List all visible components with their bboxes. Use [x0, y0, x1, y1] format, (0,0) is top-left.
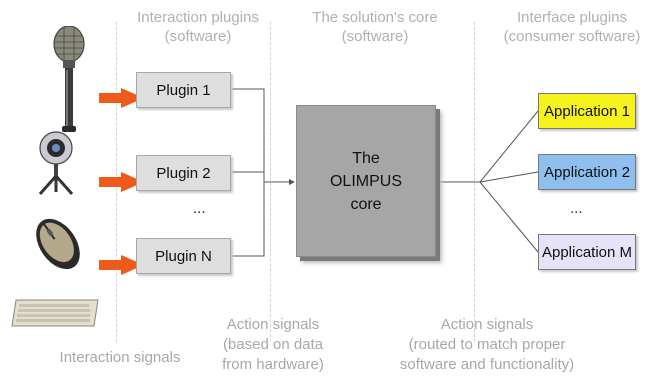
- application-1: Application 1: [538, 93, 636, 129]
- plugin-1-label: Plugin 1: [156, 81, 211, 99]
- application-ellipsis: ...: [570, 200, 583, 217]
- pluginN-connector: [231, 182, 265, 257]
- core-line-2: OLIMPUS: [329, 172, 402, 190]
- webcam-icon: [38, 131, 74, 195]
- heading-interaction-plugins-line2: (software): [164, 28, 232, 45]
- application-m-label: Application M: [541, 243, 633, 261]
- device-arrow-2: [99, 172, 144, 192]
- application-2-label: Application 2: [544, 163, 630, 181]
- application-2: Application 2: [538, 154, 636, 190]
- heading-core-line2: (software): [341, 28, 409, 45]
- caption-action-signals-hardware-line1: Action signals: [226, 316, 320, 333]
- heading-interaction-plugins-line1: Interaction plugins: [137, 9, 259, 26]
- plugin-n-label: Plugin N: [155, 247, 212, 265]
- caption-action-signals-hardware-line3: from hardware): [222, 356, 324, 373]
- core-line-1: The: [352, 149, 380, 167]
- microphone-icon: [53, 26, 85, 132]
- plugin-2-label: Plugin 2: [156, 164, 211, 182]
- plugin-n: Plugin N: [136, 238, 231, 274]
- heading-interface-plugins: Interface plugins (consumer software): [492, 8, 652, 46]
- fan-appM-line: [479, 181, 539, 253]
- heading-core: The solution's core (software): [290, 8, 460, 46]
- caption-action-signals-software-line2: (routed to match proper: [408, 336, 566, 353]
- heading-interface-plugins-line2: (consumer software): [503, 28, 641, 45]
- heading-interaction-plugins: Interaction plugins (software): [118, 8, 278, 46]
- device-arrow-3: [99, 255, 144, 275]
- application-1-label: Application 1: [544, 102, 630, 120]
- device-arrow-1: [99, 88, 144, 108]
- keyboard-icon: [11, 299, 99, 327]
- heading-interface-plugins-line1: Interface plugins: [516, 9, 628, 26]
- plugin1-connector: [231, 88, 265, 182]
- caption-action-signals-software-line1: Action signals: [440, 316, 534, 333]
- mouse-icon: [36, 218, 80, 270]
- plugin-2: Plugin 2: [136, 155, 231, 191]
- core-line-3: core: [350, 195, 382, 213]
- caption-action-signals-software-line3: software and functionality): [399, 356, 575, 373]
- caption-action-signals-software: Action signals (routed to match proper s…: [382, 315, 592, 375]
- caption-action-signals-hardware-line2: (based on data: [222, 336, 324, 353]
- caption-interaction-signals: Interaction signals: [59, 349, 181, 366]
- fan-app1-line: [479, 110, 539, 183]
- caption-action-signals-hardware: Action signals (based on data from hardw…: [198, 315, 348, 375]
- plugin-1: Plugin 1: [136, 72, 231, 108]
- olimpus-core-box: The OLIMPUS core: [296, 105, 436, 257]
- bracket-to-core-arrowhead: [289, 179, 295, 185]
- fan-app2-line: [479, 171, 539, 183]
- plugin-ellipsis: ...: [193, 200, 206, 217]
- application-m: Application M: [538, 234, 636, 270]
- heading-core-line1: The solution's core: [312, 9, 438, 26]
